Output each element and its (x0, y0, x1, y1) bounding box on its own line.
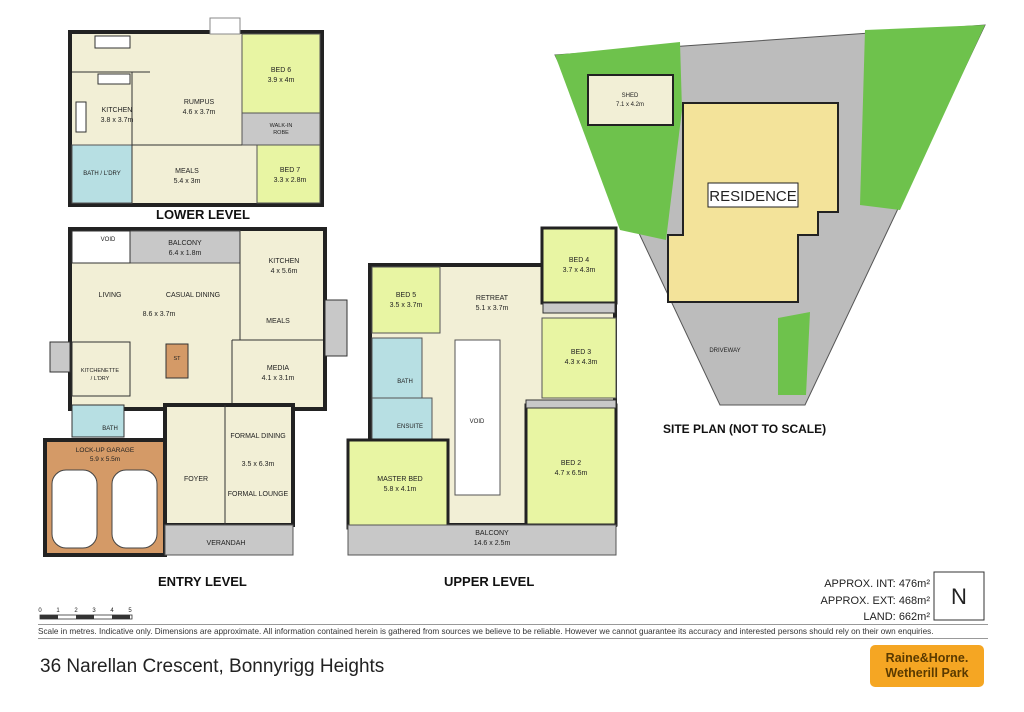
label-shed-size: 7.1 x 4.2m (616, 102, 644, 108)
label-media-name: MEDIA (267, 365, 290, 372)
label-kitchen-lower-name: KITCHEN (102, 107, 133, 114)
label-st: ST (173, 356, 181, 362)
label-shed-name: SHED (622, 93, 639, 99)
label-meals-lower-name: MEALS (175, 168, 199, 175)
svg-text:N: N (951, 584, 967, 609)
entry-level-title: ENTRY LEVEL (158, 574, 247, 589)
label-bed2-size: 4.7 x 6.5m (555, 470, 588, 477)
area-land-value: 662m² (898, 611, 930, 623)
label-formal-size: 3.5 x 6.3m (242, 461, 275, 468)
label-retreat-size: 5.1 x 3.7m (476, 305, 509, 312)
label-driveway: DRIVEWAY (709, 348, 740, 354)
label-balcony-upper-size: 14.6 x 2.5m (474, 540, 511, 547)
area-int: APPROX. INT: 476m² (780, 578, 930, 590)
label-bath-upper: BATH (397, 379, 413, 385)
scale-tick: 1 (56, 608, 60, 614)
site-plan-title: SITE PLAN (NOT TO SCALE) (663, 422, 827, 436)
label-void-upper: VOID (470, 419, 485, 425)
label-residence: RESIDENCE (709, 188, 797, 205)
scale-bar: 0 1 2 3 4 5 (38, 608, 133, 620)
lower-level-plan (68, 17, 324, 207)
label-bed4-size: 3.7 x 4.3m (563, 267, 596, 274)
scale-tick: 5 (128, 608, 132, 614)
label-bed6-size: 3.9 x 4m (268, 77, 295, 84)
label-bed3-name: BED 3 (571, 349, 591, 356)
label-garage-name: LOCK-UP GARAGE (76, 447, 135, 454)
site-plan (554, 24, 986, 406)
label-formal-dining: FORMAL DINING (230, 433, 285, 440)
property-address: 36 Narellan Crescent, Bonnyrigg Heights (40, 656, 385, 677)
label-walkin-name: WALK-IN (270, 123, 293, 129)
label-bed3-size: 4.3 x 4.3m (565, 359, 598, 366)
label-casual-name: CASUAL DINING (166, 292, 220, 299)
label-bath-entry: BATH (102, 426, 118, 432)
scale-tick: 0 (38, 608, 42, 614)
label-bed7-name: BED 7 (280, 167, 300, 174)
label-master-size: 5.8 x 4.1m (384, 486, 417, 493)
label-bath-ldry: BATH / L'DRY (83, 171, 121, 177)
room-labels: BED 6 3.9 x 4m RUMPUS 4.6 x 3.7m KITCHEN… (76, 67, 797, 547)
label-meals-lower-size: 5.4 x 3m (174, 178, 201, 185)
label-rumpus-name: RUMPUS (184, 99, 215, 106)
label-foyer: FOYER (184, 476, 208, 483)
label-balcony-entry-name: BALCONY (168, 240, 202, 247)
label-master-name: MASTER BED (377, 476, 423, 483)
label-walkin-sub: ROBE (273, 130, 289, 136)
label-rumpus-size: 4.6 x 3.7m (183, 109, 216, 116)
label-bed4-name: BED 4 (569, 257, 589, 264)
area-ext: APPROX. EXT: 468m² (780, 595, 930, 607)
label-garage-size: 5.9 x 5.5m (90, 456, 120, 463)
label-ensuite: ENSUITE (397, 424, 423, 430)
label-bed7-size: 3.3 x 2.8m (274, 177, 307, 184)
scale-tick: 4 (110, 608, 114, 614)
divider (38, 624, 988, 625)
scale-tick: 2 (74, 608, 78, 614)
label-bed5-name: BED 5 (396, 292, 416, 299)
label-bed2-name: BED 2 (561, 460, 581, 467)
disclaimer-text: Scale in metres. Indicative only. Dimens… (38, 627, 934, 636)
label-casual-size: 8.6 x 3.7m (143, 311, 176, 318)
north-compass-icon: N (933, 571, 985, 621)
label-kitchen-entry-name: KITCHEN (269, 258, 300, 265)
label-retreat-name: RETREAT (476, 295, 509, 302)
label-kitchenette-name: KITCHENETTE (81, 368, 120, 374)
label-bed5-size: 3.5 x 3.7m (390, 302, 423, 309)
area-int-value: 476m² (898, 578, 930, 590)
upper-level-title: UPPER LEVEL (444, 574, 535, 589)
area-ext-value: 468m² (898, 595, 930, 607)
agency-branch: Wetherill Park (885, 666, 969, 680)
area-int-label: APPROX. INT: (824, 578, 896, 590)
upper-level-plan (346, 226, 618, 556)
area-land: LAND: 662m² (780, 611, 930, 623)
entry-level-plan (43, 227, 348, 557)
scale-tick: 3 (92, 608, 96, 614)
label-bed6-name: BED 6 (271, 67, 291, 74)
label-living: LIVING (99, 292, 122, 299)
area-ext-label: APPROX. EXT: (820, 595, 896, 607)
area-land-label: LAND: (863, 611, 896, 623)
label-kitchen-entry-size: 4 x 5.6m (271, 268, 298, 275)
label-kitchen-lower-size: 3.8 x 3.7m (101, 117, 134, 124)
divider (38, 638, 988, 639)
label-void-entry: VOID (101, 237, 116, 243)
label-media-size: 4.1 x 3.1m (262, 375, 295, 382)
label-meals-entry: MEALS (266, 318, 290, 325)
agency-name: Raine&Horne. (885, 651, 969, 665)
label-balcony-entry-size: 6.4 x 1.8m (169, 250, 202, 257)
label-balcony-upper-name: BALCONY (475, 530, 509, 537)
agency-logo: Raine&Horne. Wetherill Park (870, 645, 984, 687)
label-kitchenette-sub: / L'DRY (91, 376, 110, 382)
label-verandah: VERANDAH (207, 540, 246, 547)
lower-level-title: LOWER LEVEL (156, 207, 250, 222)
label-formal-lounge: FORMAL LOUNGE (228, 491, 289, 498)
